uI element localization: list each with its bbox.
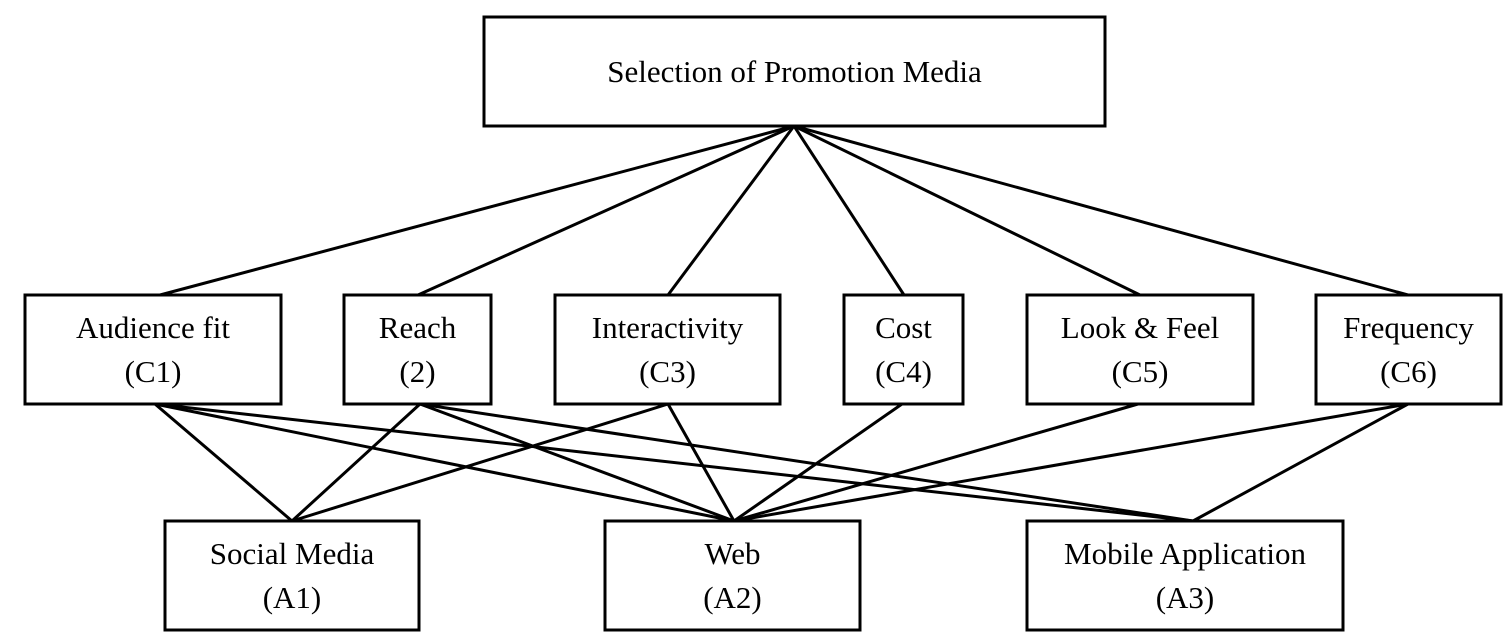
criterion-label-c3-line-1: Interactivity (592, 310, 744, 345)
criterion-node-c3: Interactivity (C3) (553, 293, 782, 406)
criterion-node-c4: Cost (C4) (842, 293, 965, 406)
criterion-label-c1-line-2: (C1) (125, 354, 182, 389)
criterion-node-c1: Audience fit (C1) (23, 293, 283, 406)
criterion-node-c6: Frequency (C6) (1314, 293, 1503, 406)
alternative-node-a3: Mobile Application (A3) (1025, 519, 1345, 632)
alternative-label-a3-line-1: Mobile Application (1064, 536, 1306, 571)
connector-c6-a3 (1191, 402, 1410, 523)
criterion-node-c5: Look & Feel (C5) (1025, 293, 1255, 406)
connector-c5-a2 (732, 402, 1140, 523)
criterion-box-c1 (23, 293, 283, 406)
criterion-label-c6-line-1: Frequency (1343, 310, 1474, 345)
connector-c6-a2 (732, 402, 1410, 523)
goal-label-goal-line-1: Selection of Promotion Media (607, 54, 982, 89)
criterion-node-c2: Reach (2) (342, 293, 493, 406)
criterion-box-c6 (1314, 293, 1503, 406)
criterion-label-c5-line-1: Look & Feel (1061, 310, 1219, 345)
alternative-node-a2: Web (A2) (603, 519, 862, 632)
connector-c3-a2 (666, 402, 736, 523)
criterion-label-c3-line-2: (C3) (639, 354, 696, 389)
connector-c2-a1 (290, 402, 422, 523)
connector-goal-c5 (792, 124, 1142, 297)
criterion-label-c1-line-1: Audience fit (76, 310, 230, 345)
alternative-node-a1: Social Media (A1) (163, 519, 421, 632)
connector-goal-c2 (416, 124, 796, 297)
criterion-label-c6-line-2: (C6) (1380, 354, 1437, 389)
goal-box-goal (482, 15, 1107, 128)
alternative-label-a1-line-2: (A1) (263, 580, 322, 615)
criterion-box-c4 (842, 293, 965, 406)
criterion-box-c3 (553, 293, 782, 406)
connector-goal-c4 (792, 124, 906, 297)
alternative-box-a3 (1025, 519, 1345, 632)
alternative-label-a2-line-1: Web (704, 536, 760, 571)
connector-c1-a1 (153, 402, 294, 523)
criterion-label-c4-line-1: Cost (875, 310, 932, 345)
connector-goal-c6 (792, 124, 1410, 297)
alternative-box-a1 (163, 519, 421, 632)
alternative-label-a1-line-1: Social Media (210, 536, 375, 571)
criterion-label-c4-line-2: (C4) (875, 354, 932, 389)
criterion-label-c5-line-2: (C5) (1112, 354, 1169, 389)
alternative-label-a3-line-2: (A3) (1156, 580, 1215, 615)
connector-goal-c1 (158, 124, 796, 297)
criterion-label-c2-line-1: Reach (379, 310, 457, 345)
connector-c3-a1 (290, 402, 670, 523)
connector-c1-a2 (153, 402, 736, 523)
connector-goal-c3 (666, 124, 796, 297)
connector-c1-a3 (153, 402, 1195, 523)
criterion-label-c2-line-2: (2) (399, 354, 435, 389)
connector-c2-a3 (418, 402, 1195, 523)
connector-c2-a2 (418, 402, 736, 523)
criterion-box-c2 (342, 293, 493, 406)
connector-c4-a2 (732, 402, 904, 523)
alternative-label-a2-line-2: (A2) (703, 580, 762, 615)
alternative-box-a2 (603, 519, 862, 632)
goal-node-goal: Selection of Promotion Media (482, 15, 1107, 128)
criterion-box-c5 (1025, 293, 1255, 406)
connector-layer (153, 124, 1410, 523)
